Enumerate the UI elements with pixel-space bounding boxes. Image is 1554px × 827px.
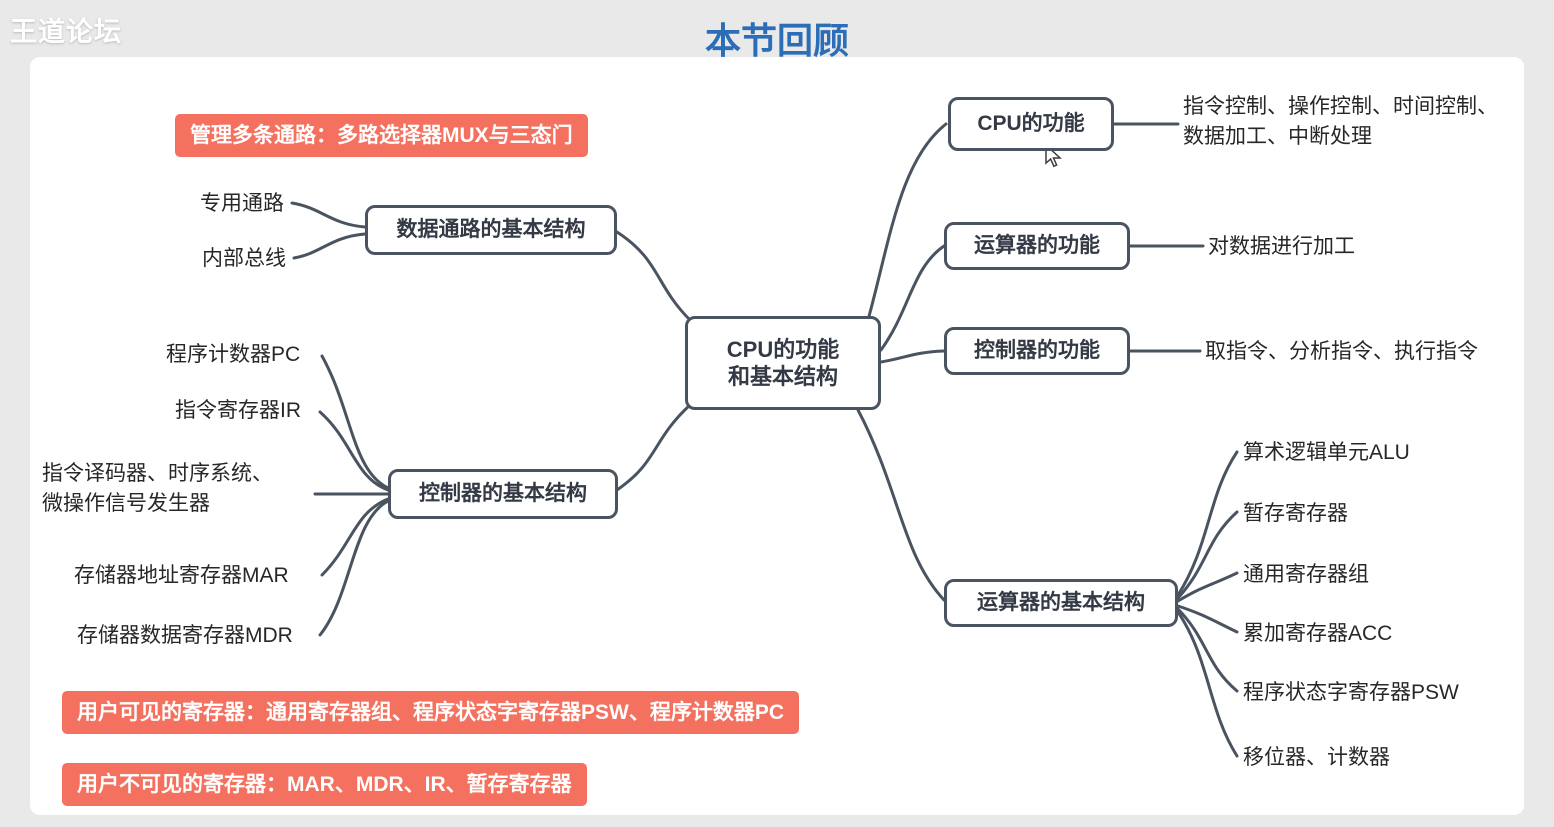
branch-cpu-function-label: CPU的功能 — [977, 111, 1085, 135]
branch-alu-structure: 运算器的基本结构 — [944, 579, 1178, 627]
diagram-canvas — [30, 57, 1524, 815]
highlight-mux: 管理多条通路：多路选择器MUX与三态门 — [175, 114, 588, 158]
branch-datapath-structure-label: 数据通路的基本结构 — [396, 217, 586, 241]
leaf-dedicated-path: 专用通路 — [200, 192, 284, 215]
center-node-line1: CPU的功能 — [726, 336, 840, 362]
branch-alu-function-label: 运算器的功能 — [974, 233, 1100, 257]
branch-datapath-structure: 数据通路的基本结构 — [365, 205, 617, 255]
leaf-mdr: 存储器数据寄存器MDR — [77, 624, 293, 647]
leaf-ir: 指令寄存器IR — [175, 399, 301, 422]
leaf-temp-register: 暂存寄存器 — [1243, 502, 1348, 525]
note-cpu-function: 指令控制、操作控制、时间控制、 数据加工、中断处理 — [1183, 95, 1498, 149]
leaf-mar: 存储器地址寄存器MAR — [74, 564, 289, 587]
leaf-decoder-timing: 指令译码器、时序系统、 微操作信号发生器 — [42, 462, 273, 516]
note-cu-function: 取指令、分析指令、执行指令 — [1205, 340, 1478, 363]
leaf-acc: 累加寄存器ACC — [1243, 622, 1393, 645]
branch-cpu-function: CPU的功能 — [948, 97, 1114, 151]
highlight-invisible-registers: 用户不可见的寄存器：MAR、MDR、IR、暂存寄存器 — [62, 763, 587, 807]
leaf-alu: 算术逻辑单元ALU — [1243, 441, 1410, 464]
page-title: 本节回顾 — [704, 21, 849, 61]
branch-alu-structure-label: 运算器的基本结构 — [977, 590, 1145, 614]
branch-cu-structure: 控制器的基本结构 — [388, 469, 618, 519]
leaf-general-register-group: 通用寄存器组 — [1243, 563, 1369, 586]
center-node-cpu-function-structure: CPU的功能 和基本结构 — [685, 316, 881, 410]
note-alu-function: 对数据进行加工 — [1208, 235, 1355, 258]
leaf-internal-bus: 内部总线 — [202, 247, 286, 270]
branch-cu-function-label: 控制器的功能 — [974, 338, 1100, 362]
leaf-shifter-counter: 移位器、计数器 — [1243, 746, 1390, 769]
highlight-visible-registers: 用户可见的寄存器：通用寄存器组、程序状态字寄存器PSW、程序计数器PC — [62, 691, 800, 735]
branch-cu-function: 控制器的功能 — [944, 327, 1130, 375]
leaf-psw: 程序状态字寄存器PSW — [1243, 681, 1459, 704]
branch-alu-function: 运算器的功能 — [944, 222, 1130, 270]
leaf-pc: 程序计数器PC — [166, 343, 301, 366]
center-node-line2: 和基本结构 — [727, 364, 838, 389]
watermark-logo: 王道论坛 — [10, 17, 122, 47]
branch-cu-structure-label: 控制器的基本结构 — [419, 481, 587, 505]
